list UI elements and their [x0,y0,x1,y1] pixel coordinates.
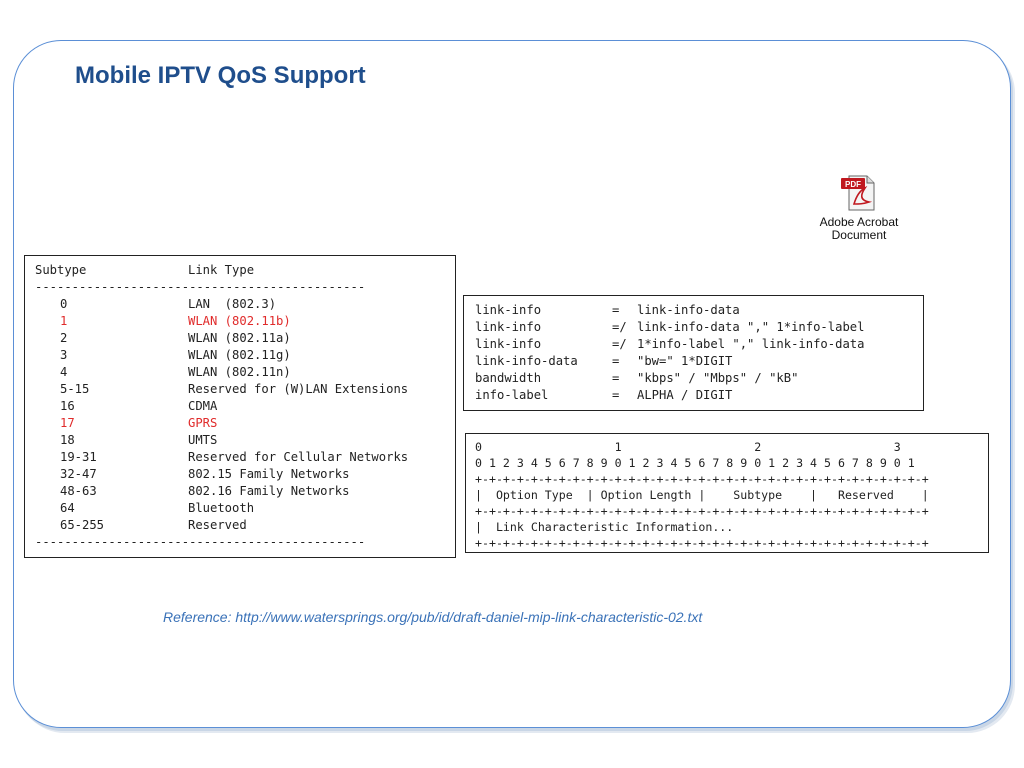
table-row: 65-255 Reserved [35,517,455,534]
packet-format-box: 0 1 2 3 0 1 2 3 4 5 6 7 8 9 0 1 2 3 4 5 6… [465,433,989,553]
abnf-op: =/ [612,320,627,334]
pdf-attachment[interactable]: PDF Adobe Acrobat Document [804,174,914,242]
abnf-rule: link-info =/ link-info-data "," 1*info-lab… [475,319,923,336]
abnf-name: link-info [475,320,542,334]
abnf-rule: link-info = link-info-data [475,302,923,319]
table-row: 2 WLAN (802.11a) [35,330,455,347]
subtype-value: 1 [60,314,68,328]
subtype-value: 32-47 [60,467,97,481]
abnf-op: = [612,354,620,368]
packet-line: +-+-+-+-+-+-+-+-+-+-+-+-+-+-+-+-+-+-+-+-… [475,504,929,518]
table-row: 16 CDMA [35,398,455,415]
subtype-value: 4 [60,365,68,379]
table-row: 0 LAN (802.3) [35,296,455,313]
abnf-rule: bandwidth = "kbps" / "Mbps" / "kB" [475,370,923,387]
subtype-value: 48-63 [60,484,97,498]
link-type-value: LAN (802.3) [188,297,277,311]
subtype-value: 16 [60,399,75,413]
abnf-op: = [612,303,620,317]
table-rule-top: ----------------------------------------… [35,280,366,294]
abnf-name: info-label [475,388,549,402]
abnf-def: link-info-data "," 1*info-label [637,320,865,334]
table-row: 48-63 802.16 Family Networks [35,483,455,500]
table-row: 18 UMTS [35,432,455,449]
link-type-value: UMTS [188,433,218,447]
link-type-value: Reserved [188,518,247,532]
abnf-def: ALPHA / DIGIT [637,388,733,402]
subtype-value: 65-255 [60,518,105,532]
link-type-value: 802.15 Family Networks [188,467,350,481]
subtype-value: 17 [60,416,75,430]
table-rule-bottom: ----------------------------------------… [35,535,366,549]
pdf-document-icon: PDF [841,175,875,211]
abnf-op: = [612,388,620,402]
abnf-def: "bw=" 1*DIGIT [637,354,733,368]
reference-link[interactable]: Reference: http://www.watersprings.org/p… [163,609,703,625]
abnf-name: link-info [475,337,542,351]
abnf-op: =/ [612,337,627,351]
abnf-rule: info-label = ALPHA / DIGIT [475,387,923,404]
abnf-def: link-info-data [637,303,740,317]
subtype-value: 19-31 [60,450,97,464]
subtype-value: 18 [60,433,75,447]
link-type-value: GPRS [188,416,218,430]
abnf-rule: link-info =/ 1*info-label "," link-info-da… [475,336,923,353]
packet-line: | Link Characteristic Information... [475,520,734,534]
pdf-attachment-label: Adobe Acrobat Document [819,215,899,242]
link-type-value: WLAN (802.11b) [188,314,291,328]
link-type-value: WLAN (802.11a) [188,331,291,345]
packet-line: 0 1 2 3 [475,440,901,454]
link-type-value: Reserved for (W)LAN Extensions [188,382,409,396]
subtype-value: 3 [60,348,68,362]
abnf-name: link-info [475,303,542,317]
packet-line: 0 1 2 3 4 5 6 7 8 9 0 1 2 3 4 5 6 7 8 9 … [475,456,915,470]
table-row: 5-15 Reserved for (W)LAN Extensions [35,381,455,398]
link-type-value: WLAN (802.11n) [188,365,291,379]
header-link-type: Link Type [188,263,255,277]
subtype-table-header: Subtype Link Type [35,262,455,279]
link-type-value: Bluetooth [188,501,255,515]
table-row: 1 WLAN (802.11b) [35,313,455,330]
subtype-table: Subtype Link Type ----------------------… [24,255,456,558]
abnf-op: = [612,371,620,385]
subtype-value: 5-15 [60,382,90,396]
table-row: 3 WLAN (802.11g) [35,347,455,364]
table-row: 17 GPRS [35,415,455,432]
link-type-value: Reserved for Cellular Networks [188,450,409,464]
table-row: 19-31 Reserved for Cellular Networks [35,449,455,466]
packet-format-diagram: 0 1 2 3 0 1 2 3 4 5 6 7 8 9 0 1 2 3 4 5 6… [475,439,988,551]
table-row: 32-47 802.15 Family Networks [35,466,455,483]
subtype-value: 2 [60,331,68,345]
abnf-name: link-info-data [475,354,578,368]
packet-line: +-+-+-+-+-+-+-+-+-+-+-+-+-+-+-+-+-+-+-+-… [475,536,929,550]
abnf-def: "kbps" / "Mbps" / "kB" [637,371,799,385]
table-row: 4 WLAN (802.11n) [35,364,455,381]
slide-title: Mobile IPTV QoS Support [75,62,366,89]
link-type-value: CDMA [188,399,218,413]
header-subtype: Subtype [35,263,87,277]
link-type-value: WLAN (802.11g) [188,348,291,362]
packet-line: | Option Type | Option Length | Subtype … [475,488,929,502]
packet-line: +-+-+-+-+-+-+-+-+-+-+-+-+-+-+-+-+-+-+-+-… [475,472,929,486]
link-type-value: 802.16 Family Networks [188,484,350,498]
abnf-rule: link-info-data = "bw=" 1*DIGIT [475,353,923,370]
subtype-value: 64 [60,501,75,515]
abnf-def: 1*info-label "," link-info-data [637,337,865,351]
table-row: 64 Bluetooth [35,500,455,517]
abnf-name: bandwidth [475,371,542,385]
pdf-icon-text: PDF [845,180,861,189]
subtype-value: 0 [60,297,68,311]
